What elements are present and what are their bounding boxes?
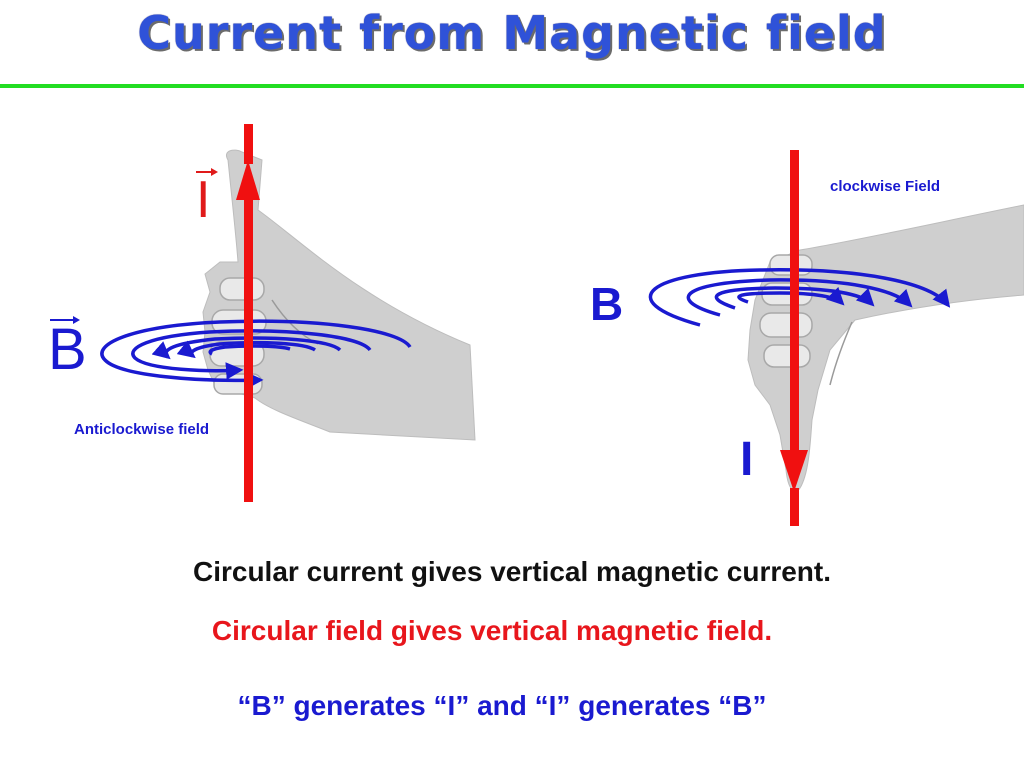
- vector-arrow-icon-i: [196, 168, 218, 176]
- right-current-label: I: [740, 433, 754, 486]
- right-current-wire: [780, 150, 808, 526]
- vector-arrow-icon-b: [50, 316, 80, 324]
- left-direction-caption: Anticlockwise field: [74, 421, 210, 438]
- slide-title: Current from Magnetic field: [137, 6, 887, 60]
- left-current-label: I: [196, 171, 211, 229]
- left-field-loops: [100, 319, 412, 390]
- right-field-label: B: [590, 278, 624, 330]
- left-hand-icon: [202, 149, 476, 441]
- caption-line-3: “B” generates “I” and “I” generates “B”: [237, 690, 767, 721]
- right-field-loops: [648, 268, 951, 327]
- left-field-label: B: [48, 317, 87, 382]
- caption-line-1: Circular current gives vertical magnetic…: [192, 556, 832, 587]
- left-current-wire: [236, 124, 260, 502]
- left-hand-figure: [100, 124, 476, 502]
- title-divider: [0, 84, 1024, 88]
- right-hand-figure: [648, 150, 1024, 526]
- right-direction-caption: clockwise Field: [830, 178, 941, 195]
- caption-line-2: Circular field gives vertical magnetic f…: [211, 615, 773, 646]
